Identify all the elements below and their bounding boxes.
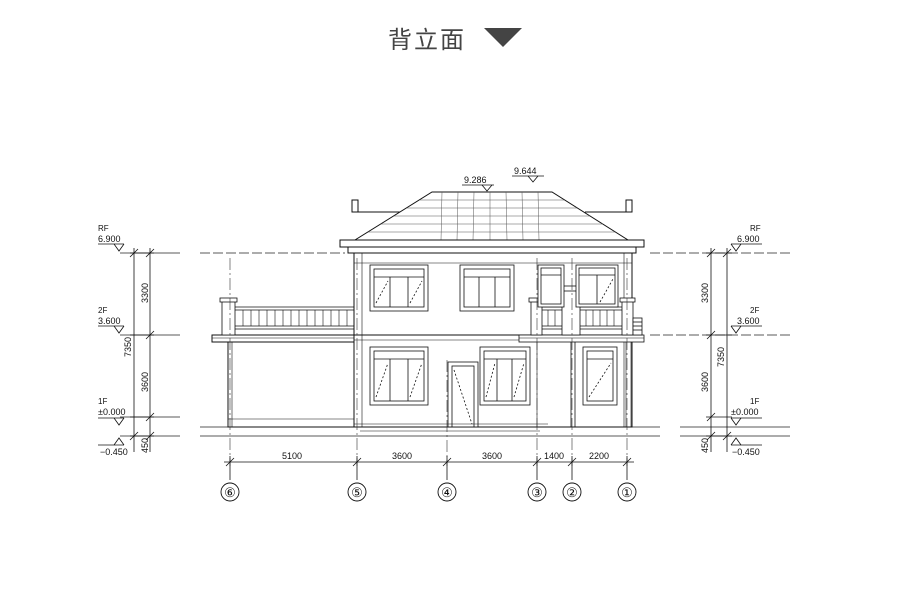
dim-upper-left: 3300 — [140, 283, 150, 303]
rear-door — [447, 361, 479, 428]
axis-label-6: ⑥ — [224, 485, 236, 500]
rear-steps — [354, 423, 560, 432]
window-upper-2 — [459, 264, 515, 312]
left-level-markers — [98, 243, 125, 446]
left-level-ground-value: −0.450 — [100, 447, 128, 457]
dropdown-triangle-icon[interactable] — [484, 28, 522, 48]
right-level-1f-name: 1F — [750, 397, 759, 406]
dim-h-1: 5100 — [282, 451, 302, 461]
right-level-2f-value: 3.600 — [737, 316, 760, 326]
header: 背立面 — [0, 18, 910, 58]
dim-h-5: 2200 — [589, 451, 609, 461]
roof-level-markers — [462, 175, 544, 192]
horizontal-dimension-line — [224, 456, 634, 480]
dim-total-left: 7350 — [123, 337, 133, 357]
window-upper-4 — [575, 264, 619, 308]
windows — [369, 264, 619, 406]
hip-roof — [339, 191, 645, 254]
left-vertical-dimensions — [129, 248, 155, 452]
left-level-rf-name: RF — [98, 224, 109, 233]
axis-label-5: ⑤ — [351, 485, 363, 500]
right-level-2f-name: 2F — [750, 306, 759, 315]
axis-label-3: ③ — [531, 485, 543, 500]
axis-label-1: ① — [621, 485, 633, 500]
axis-label-4: ④ — [441, 485, 453, 500]
dim-h-2: 3600 — [392, 451, 412, 461]
left-level-1f-name: 1F — [98, 397, 107, 406]
roof-mark-1: 9.286 — [464, 175, 487, 185]
dim-h-4: 1400 — [544, 451, 564, 461]
dim-base-left: 450 — [140, 438, 150, 453]
axis-bubbles — [220, 482, 637, 502]
dim-total-right: 7350 — [716, 347, 726, 367]
left-level-rf-value: 6.900 — [98, 234, 121, 244]
dim-upper-right: 3300 — [700, 283, 710, 303]
window-lower-2 — [479, 346, 531, 406]
window-upper-3 — [537, 264, 565, 308]
dim-lower-left: 3600 — [140, 372, 150, 392]
dim-base-right: 450 — [700, 438, 710, 453]
roof-mark-2: 9.644 — [514, 166, 537, 176]
dim-h-3: 3600 — [482, 451, 502, 461]
axis-label-2: ② — [566, 485, 578, 500]
right-vertical-dimensions — [706, 248, 732, 452]
right-level-markers — [730, 243, 762, 446]
right-level-rf-name: RF — [750, 224, 761, 233]
dim-lower-right: 3600 — [700, 372, 710, 392]
left-level-2f-name: 2F — [98, 306, 107, 315]
left-level-2f-value: 3.600 — [98, 316, 121, 326]
left-terrace-railing — [219, 297, 354, 336]
left-level-1f-value: ±0.000 — [98, 407, 125, 417]
window-lower-1 — [369, 346, 429, 406]
window-lower-3 — [582, 346, 618, 406]
right-level-rf-value: 6.900 — [737, 234, 760, 244]
axis-lines — [229, 258, 628, 466]
right-level-1f-value: ±0.000 — [731, 407, 758, 417]
window-upper-1 — [369, 264, 429, 312]
left-wing — [211, 334, 355, 428]
right-level-ground-value: −0.450 — [732, 447, 760, 457]
page-title: 背立面 — [388, 26, 466, 54]
